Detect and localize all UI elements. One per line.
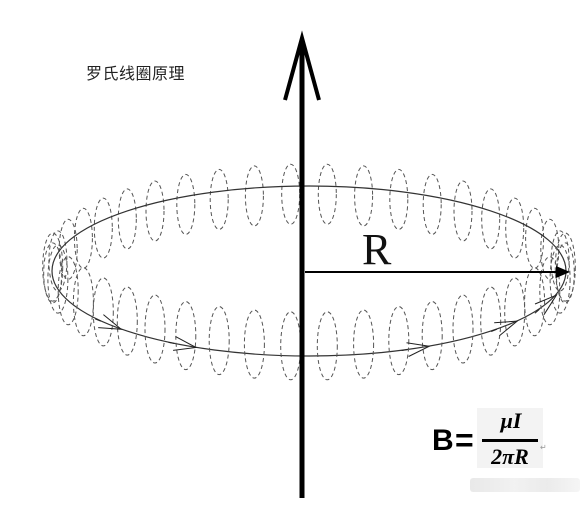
coil-turn	[389, 168, 409, 230]
coil-turn	[539, 256, 561, 326]
coil-turn	[388, 306, 410, 376]
coil-turn	[452, 294, 474, 364]
coil-turn	[43, 242, 63, 304]
formula-fraction-bar	[482, 439, 538, 442]
coil-turn	[243, 309, 265, 379]
coil-turn	[280, 311, 302, 381]
coil-turn	[209, 168, 229, 230]
coil-turn	[525, 207, 545, 269]
coil-turn	[453, 180, 473, 242]
arrow-tick	[491, 328, 497, 332]
formula-lhs: B	[432, 424, 454, 457]
coil-turn	[540, 218, 560, 280]
coil-turn	[93, 197, 113, 259]
formula-equals: =	[455, 422, 474, 458]
coil-turn	[72, 267, 94, 337]
coil-turn	[175, 301, 197, 371]
coil-turn	[117, 188, 137, 250]
arrow-tick	[534, 308, 540, 314]
coil-turn	[549, 244, 571, 314]
coil-turn	[353, 309, 375, 379]
current-direction-arrow	[494, 320, 519, 337]
current-direction-arrow	[173, 336, 198, 351]
coil-turn	[208, 306, 230, 376]
coil-turn	[550, 230, 570, 292]
formula-background	[477, 408, 543, 468]
coil-turn	[524, 267, 546, 337]
coil-turn	[480, 286, 502, 356]
radius-label: R	[362, 225, 392, 274]
coil-turn	[92, 277, 114, 347]
coil-turn	[73, 207, 93, 269]
current-direction-arrow	[406, 342, 431, 357]
current-arrowhead	[283, 30, 321, 101]
coil-turn	[116, 286, 138, 356]
coil-turn	[354, 165, 374, 227]
coil-turn	[281, 163, 301, 225]
coil-turn	[47, 244, 69, 314]
coil-turn	[57, 256, 79, 326]
coil-turn	[504, 277, 526, 347]
current-direction-arrow	[534, 294, 558, 315]
watermark-blur	[470, 478, 580, 492]
coil-turn	[422, 173, 442, 235]
arrow-tick	[401, 349, 408, 351]
coil-turn	[244, 165, 264, 227]
arrow-tick	[168, 341, 175, 344]
coil-turn	[481, 188, 501, 250]
coil-turn	[42, 232, 64, 302]
coil-turn	[144, 294, 166, 364]
current-direction-arrow	[98, 314, 123, 330]
formula-denominator: 2πR	[491, 444, 529, 469]
coil-turn	[145, 180, 165, 242]
coil-turn	[554, 232, 576, 302]
coil-turn	[316, 311, 338, 381]
paragraph-mark: ↵	[540, 443, 547, 452]
coil-turn	[58, 218, 78, 280]
radius-arrowhead	[556, 266, 570, 278]
coil-turn	[176, 173, 196, 235]
coil-turn	[505, 197, 525, 259]
formula-numerator: μI	[500, 408, 522, 433]
coil-turn	[48, 230, 68, 292]
diagram-title: 罗氏线圈原理	[86, 64, 186, 83]
coil-turn	[421, 301, 443, 371]
coil-turn	[317, 163, 337, 225]
arrow-tick	[95, 318, 101, 322]
